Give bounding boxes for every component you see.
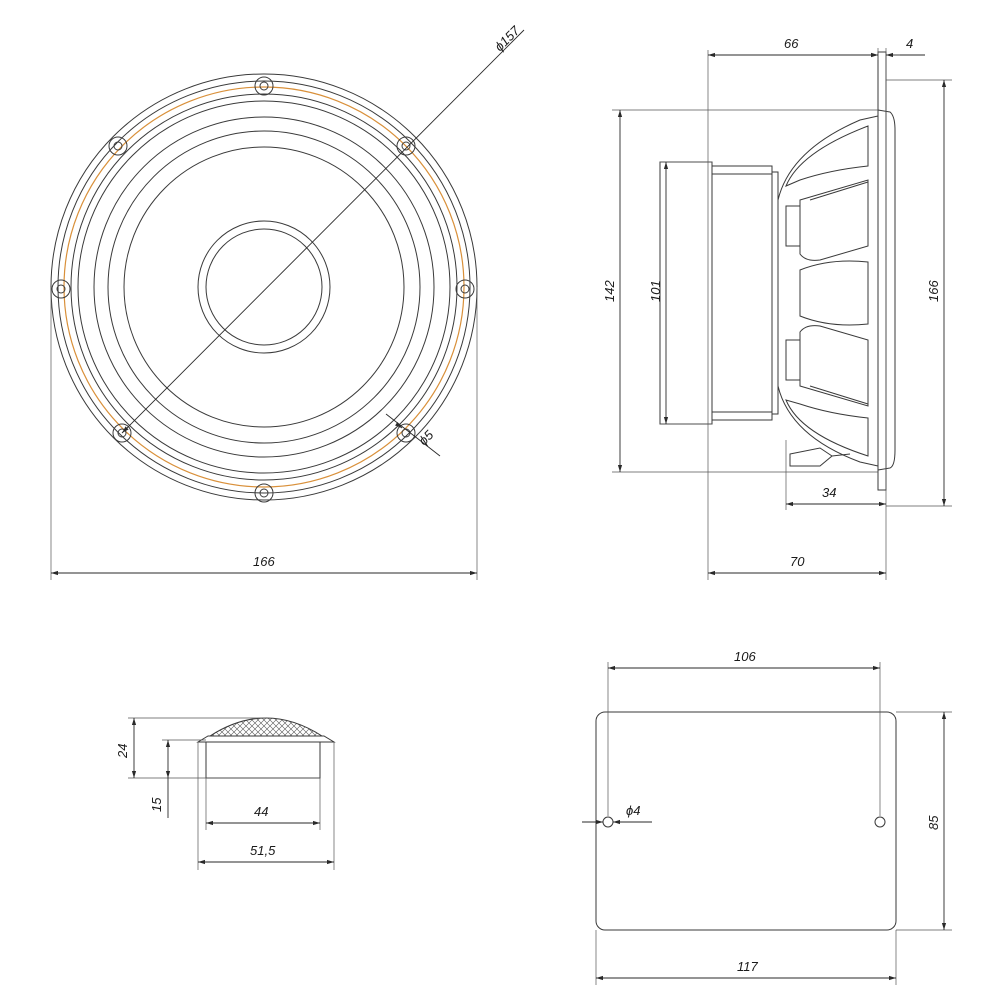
front-view: ϕ157 ϕ5 166: [50, 23, 525, 580]
terminal-label: 34: [822, 485, 836, 500]
plate-outline: [595, 711, 897, 931]
cut-height-label: 142: [602, 280, 617, 302]
mount-hole-icon: [254, 483, 274, 503]
gasket-circle: [63, 86, 465, 488]
dust-cap-inner: [205, 228, 323, 346]
mount-hole-icon: [396, 136, 416, 156]
tweeter-outer-label: 51,5: [250, 843, 276, 858]
total-height-label: 166: [926, 280, 941, 302]
tweeter-view: 24 15 44 51,5: [115, 717, 336, 870]
cone-ring-3: [123, 146, 405, 428]
diameter-leader: [121, 29, 525, 434]
terminal: [789, 447, 833, 467]
depth-top-label: 66: [784, 36, 799, 51]
width-label: 166: [253, 554, 275, 569]
tweeter-body-label: 15: [149, 797, 164, 812]
basket-bottom-edge: [777, 385, 879, 467]
tweeter-body: [205, 741, 321, 779]
magnet-label: 101: [648, 280, 663, 302]
surround-circle: [77, 100, 451, 474]
flange: [877, 51, 887, 491]
dust-cap-outer: [197, 220, 331, 354]
frame-inner-circle: [57, 80, 471, 494]
tweeter-dome: [208, 717, 324, 737]
tweeter-height-label: 24: [115, 744, 130, 759]
plate-height-label: 85: [926, 815, 941, 830]
depth-total-label: 70: [790, 554, 805, 569]
side-view: 66 4 142 101 166 34 70: [602, 36, 952, 580]
basket-window: [799, 325, 869, 407]
diameter-label: ϕ157: [492, 23, 524, 55]
basket-window: [785, 125, 869, 187]
basket-window: [799, 179, 869, 261]
plate-hole-icon: [874, 816, 886, 828]
cone-ring-2: [107, 130, 421, 444]
mount-hole-icon: [455, 279, 475, 299]
plate-view: 106 ϕ4 85 117: [582, 649, 952, 985]
basket-window: [785, 399, 869, 457]
magnet-body: [711, 165, 773, 421]
cone-ring-1: [93, 116, 435, 458]
hole-label: ϕ5: [416, 427, 437, 448]
mount-hole-icon: [254, 76, 274, 96]
flange-lip: [877, 109, 896, 471]
mount-hole-icon: [108, 136, 128, 156]
plate-hole-icon: [602, 816, 614, 828]
surround-outer-circle: [70, 93, 458, 481]
basket-window: [799, 260, 869, 326]
tweeter-inner-label: 44: [254, 804, 268, 819]
tweeter-flange: [196, 735, 336, 743]
plate-hole-label: ϕ4: [626, 803, 640, 818]
hole-leader: [385, 413, 441, 457]
basket-top-edge: [777, 115, 879, 201]
flange-label: 4: [906, 36, 913, 51]
magnet-back: [659, 161, 713, 425]
mount-holes: [51, 76, 475, 503]
plate-width-label: 117: [737, 959, 758, 974]
mount-hole-icon: [51, 279, 71, 299]
hole-spacing-label: 106: [734, 649, 756, 664]
